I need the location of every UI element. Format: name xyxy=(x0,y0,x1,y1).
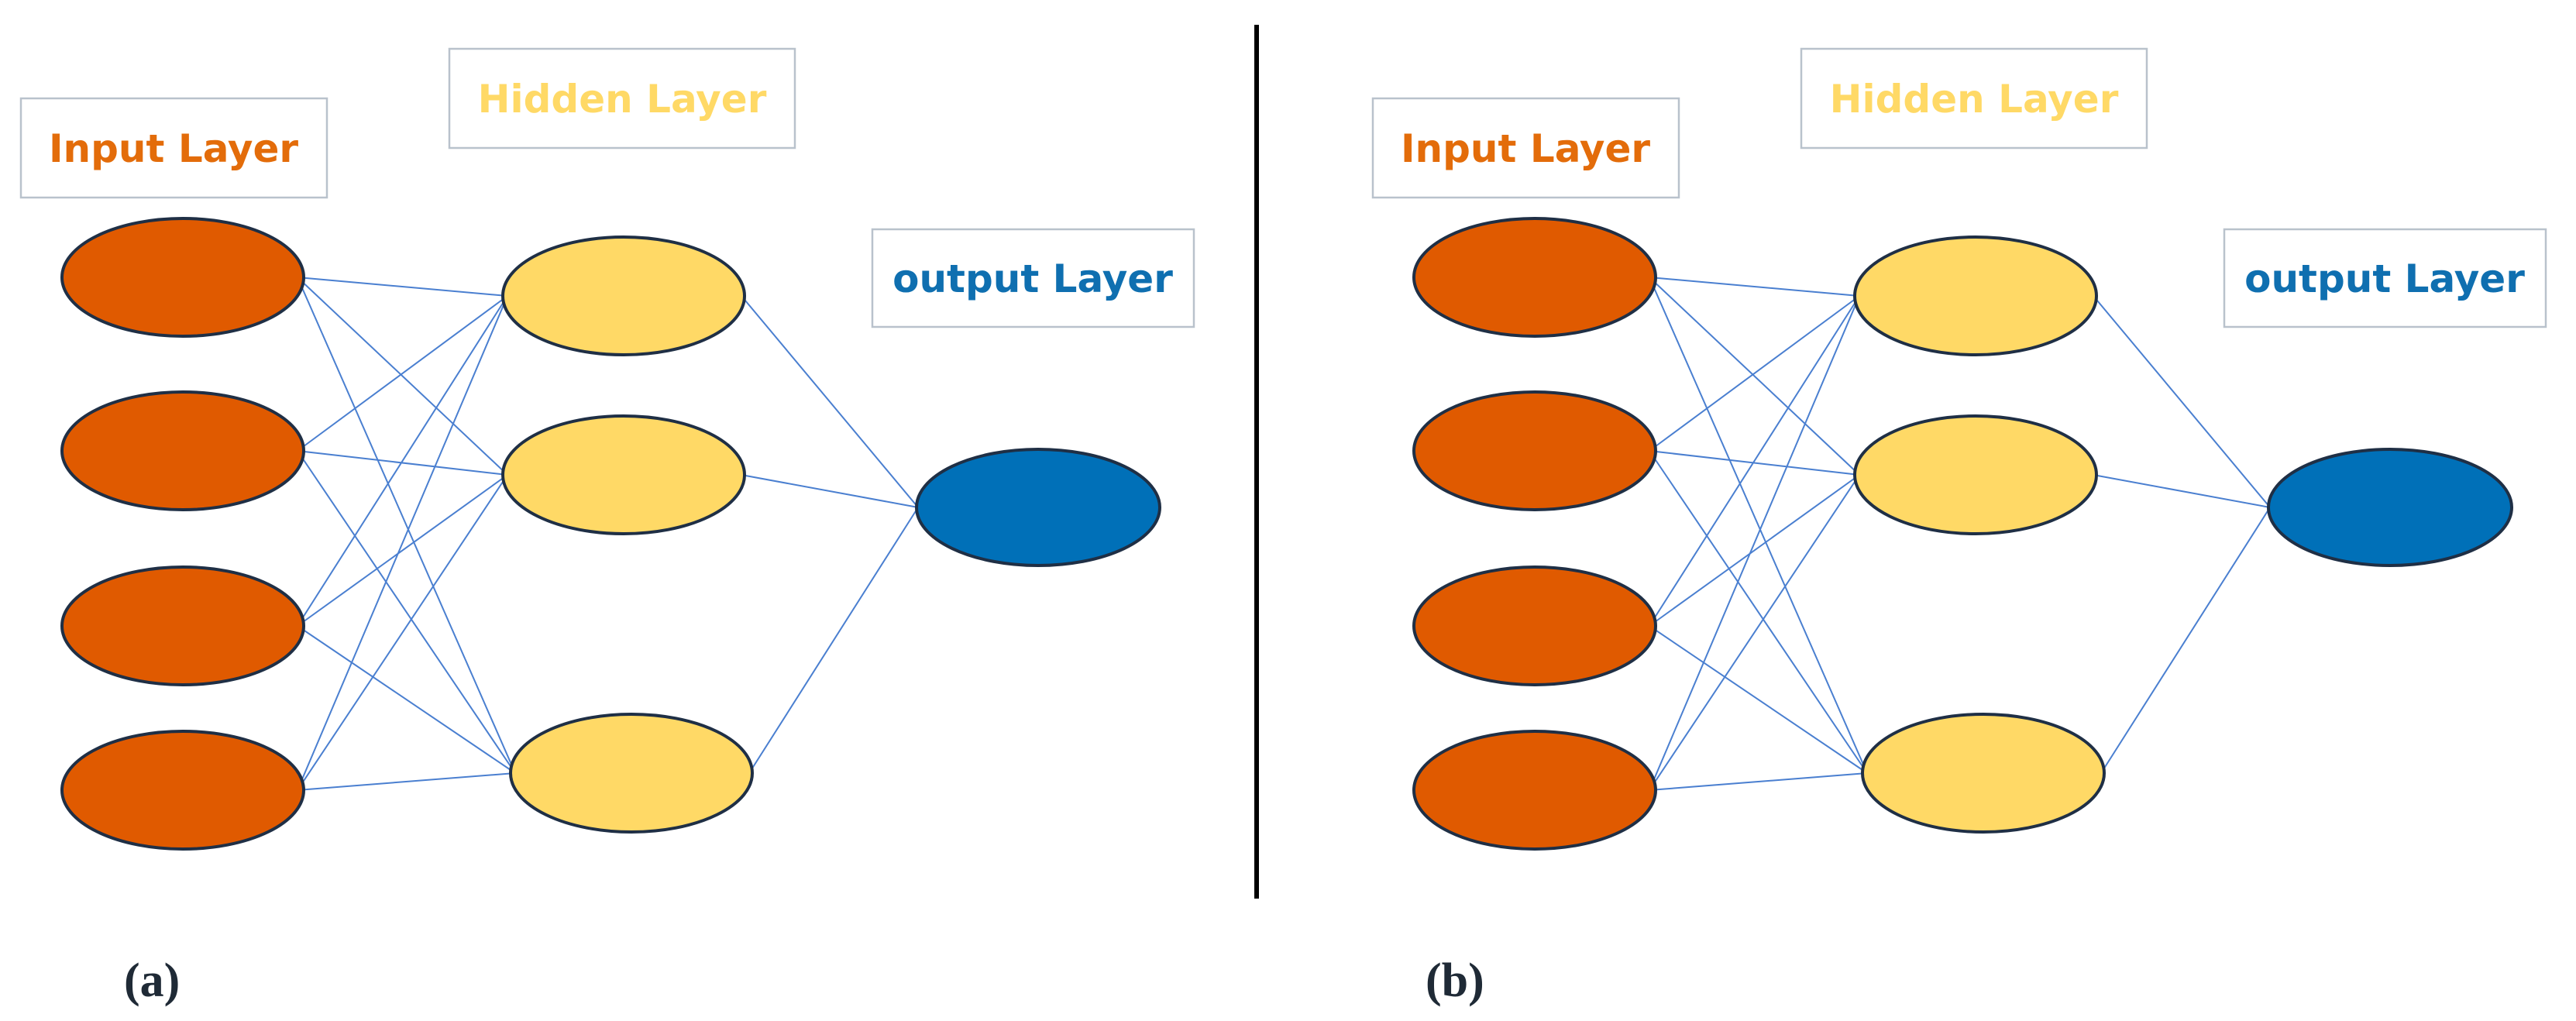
edges-panel-a xyxy=(297,277,919,791)
hidden-node xyxy=(501,414,746,535)
edge-input-hidden xyxy=(1649,277,1868,774)
edge-input-hidden xyxy=(1649,772,1868,791)
edge-input-hidden xyxy=(297,474,508,791)
edge-input-hidden xyxy=(297,474,508,627)
edge-hidden-output xyxy=(741,474,919,508)
input-layer-label-box xyxy=(19,97,328,199)
input-node xyxy=(60,566,305,686)
panel-a: Input Layer Hidden Layer output Layer (a… xyxy=(19,47,1195,1007)
hidden-node xyxy=(1861,713,2106,834)
input-layer-label-box xyxy=(1371,97,1680,199)
edge-input-hidden xyxy=(1649,450,1868,774)
nodes-panel-a xyxy=(60,217,1161,851)
edge-input-hidden xyxy=(1649,277,1860,297)
input-node xyxy=(1412,390,1657,511)
hidden-node xyxy=(1853,414,2098,535)
panel-a-caption: (a) xyxy=(124,954,180,1007)
edge-input-hidden xyxy=(1649,625,1868,774)
edge-input-hidden xyxy=(1649,295,1860,627)
edge-input-hidden xyxy=(1649,474,1860,627)
output-node xyxy=(2267,448,2513,567)
output-node xyxy=(915,448,1161,567)
output-layer-label-box xyxy=(871,228,1195,328)
panel-b-caption: (b) xyxy=(1426,954,1484,1007)
edge-hidden-output xyxy=(2093,474,2271,508)
edge-input-hidden xyxy=(297,295,508,791)
edge-input-hidden xyxy=(297,450,508,476)
edge-input-hidden xyxy=(297,277,508,476)
hidden-layer-label-box xyxy=(1800,47,2148,150)
edge-input-hidden xyxy=(297,450,516,774)
output-layer-label-box xyxy=(2223,228,2547,328)
input-layer-label: Input Layer xyxy=(49,126,298,171)
hidden-node xyxy=(501,235,746,356)
hidden-layer-label: Hidden Layer xyxy=(1830,77,2119,122)
edge-input-hidden xyxy=(1649,277,1860,476)
output-layer-label: output Layer xyxy=(2244,256,2525,301)
input-layer-label: Input Layer xyxy=(1401,126,1650,171)
edge-input-hidden xyxy=(297,772,516,791)
input-node xyxy=(60,217,305,338)
hidden-node xyxy=(509,713,754,834)
edge-hidden-output xyxy=(2100,507,2271,774)
edge-input-hidden xyxy=(297,625,516,774)
edge-input-hidden xyxy=(1649,474,1860,791)
panel-b: Input Layer Hidden Layer output Layer (b… xyxy=(1371,47,2547,1007)
output-layer-label: output Layer xyxy=(892,256,1173,301)
input-node xyxy=(1412,730,1657,851)
hidden-node xyxy=(1853,235,2098,356)
edge-input-hidden xyxy=(1649,450,1860,476)
edge-input-hidden xyxy=(297,277,508,297)
nodes-panel-b xyxy=(1412,217,2513,851)
hidden-layer-label: Hidden Layer xyxy=(478,77,767,122)
input-node xyxy=(60,390,305,511)
edge-hidden-output xyxy=(2093,295,2271,508)
input-node xyxy=(1412,566,1657,686)
hidden-layer-label-box xyxy=(448,47,796,150)
edge-hidden-output xyxy=(748,507,919,774)
edges-panel-b xyxy=(1649,277,2271,791)
edge-input-hidden xyxy=(297,295,508,452)
edge-hidden-output xyxy=(741,295,919,508)
edge-input-hidden xyxy=(297,277,516,774)
edge-input-hidden xyxy=(297,295,508,627)
input-node xyxy=(1412,217,1657,338)
input-node xyxy=(60,730,305,851)
edge-input-hidden xyxy=(1649,295,1860,791)
edge-input-hidden xyxy=(1649,295,1860,452)
